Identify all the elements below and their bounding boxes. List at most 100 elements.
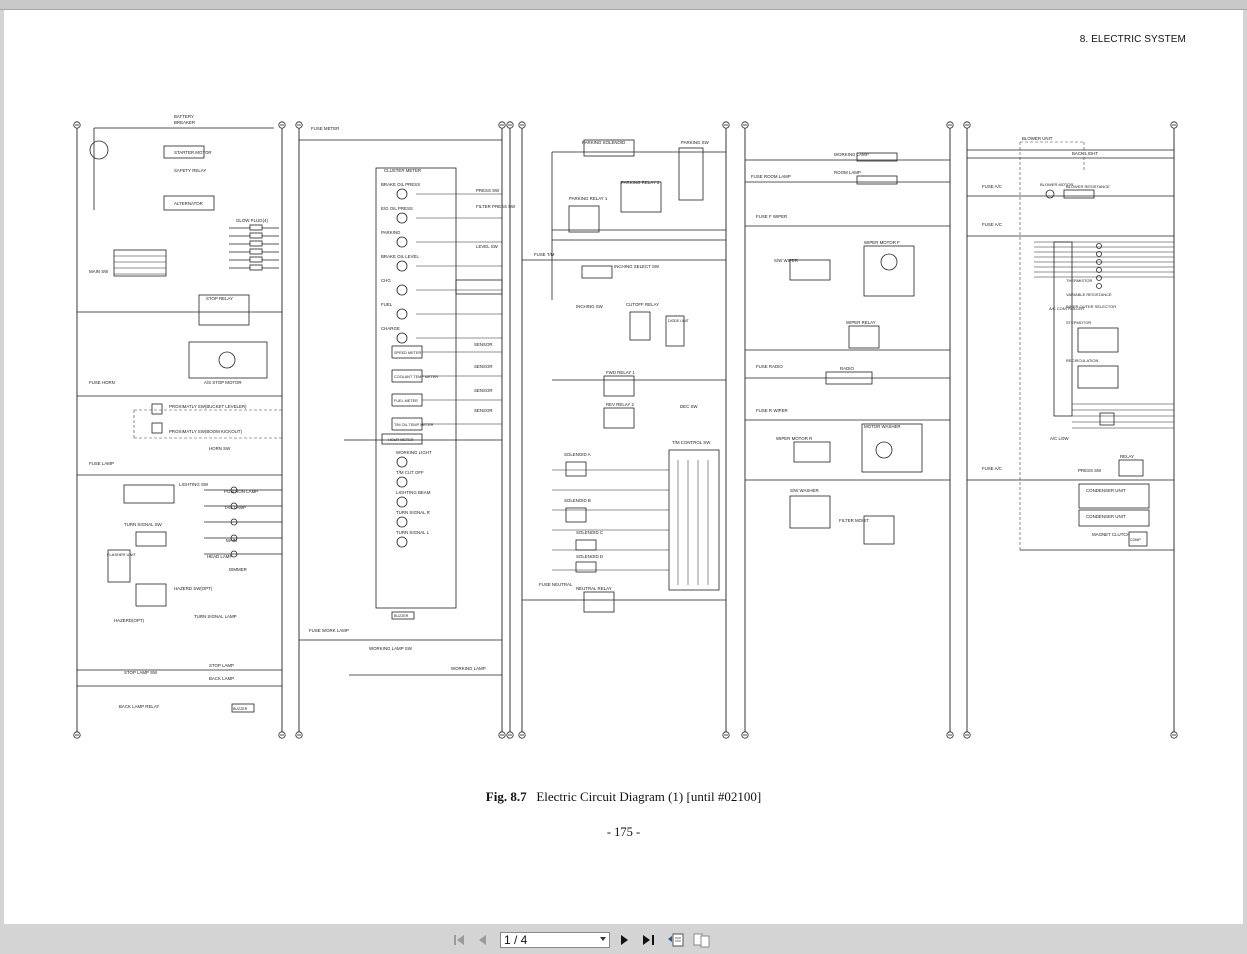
press-sw-label: PRESS SW <box>476 188 500 193</box>
hazard-sw-box <box>135 583 167 607</box>
press-sw-5-label: PRESS SW <box>1078 468 1102 473</box>
figure-caption: Fig. 8.7 Electric Circuit Diagram (1) [u… <box>4 789 1243 805</box>
tail-lamp-label: TAIL LAMP <box>224 505 246 510</box>
ac-sensor-label: VARIABLE RESISTANCE <box>1066 292 1112 297</box>
prox-sw-box <box>151 422 163 434</box>
fuse-ac-2-label: FUSE A/C <box>982 222 1002 227</box>
alternator-label: ALTERNATOR <box>174 201 203 206</box>
tm-control-box <box>668 449 720 591</box>
page-number: - 175 - <box>606 825 641 839</box>
fuse-work-lamp-label: FUSE WORK LAMP <box>309 628 349 633</box>
warning-lamp <box>396 536 408 548</box>
diode-unit-box <box>665 315 685 347</box>
ac-output-lamp <box>1096 259 1102 265</box>
glow-plug-box <box>249 256 263 263</box>
solenoid-c-label: SOLENOID C <box>576 530 603 535</box>
warning-lamp-label: WORKING LIGHT <box>396 450 432 455</box>
fuse-lamp-label: FUSE LAMP <box>89 461 114 466</box>
dec-sw-label: DEC SW <box>680 404 698 409</box>
main-sw-label: MAIN SW <box>89 269 109 274</box>
back-light-label: BACK LIGHT <box>1072 151 1098 156</box>
fuse-ac-1-label: FUSE A/C <box>982 184 1002 189</box>
lamp-circle <box>230 502 238 510</box>
head-lamp-label: HEAD LAMP <box>207 554 232 559</box>
ac-controller-box <box>1053 241 1073 417</box>
figure-label: Fig. 8.7 <box>485 789 527 804</box>
solenoid-c-box <box>575 539 597 551</box>
warning-lamp-label: TURN SIGNAL R <box>396 510 430 515</box>
working-lamp-sw-label: WORKING LAMP SW <box>369 646 413 651</box>
starter-motor-label: STARTER MOTOR <box>174 150 212 155</box>
viewer-top-strip <box>0 0 1247 10</box>
cluster-item-label: CHG <box>381 278 391 283</box>
main-switch-box <box>113 249 167 277</box>
gauge-label: SPEED METER <box>394 351 421 355</box>
warning-lamp <box>396 496 408 508</box>
indicator-lamp <box>396 332 408 344</box>
fuse-neutral-label: FUSE NEUTRAL <box>539 582 573 587</box>
solenoid-a-label: SOLENOID A <box>564 452 591 457</box>
motor-washer-box <box>789 495 831 529</box>
warning-lamp <box>396 516 408 528</box>
two-page-view-button[interactable] <box>693 932 711 948</box>
page-number-select[interactable]: 1 / 4 <box>500 932 610 948</box>
previous-page-icon <box>479 935 486 945</box>
turn-signal-lamp-label: TURN SIGNAL LAMP <box>194 614 237 619</box>
buzzer-label: BUZZER <box>233 707 248 711</box>
last-page-button[interactable] <box>641 932 657 948</box>
lighting-sw-label: LIGHTING SW <box>179 482 209 487</box>
prox-sw-2-label: PROXIMATLY SW(BOOM KICKOUT) <box>169 429 242 434</box>
breaker-label: BREAKER <box>174 120 195 125</box>
condenser-unit-2-label: CONDENSER UNIT <box>1086 514 1126 519</box>
cluster-item-label: BRAKE OIL LEVEL <box>381 254 419 259</box>
glow-plug-box <box>249 248 263 255</box>
glow-plug-box <box>249 240 263 247</box>
fuse-ac-3-label: FUSE A/C <box>982 466 1002 471</box>
position-lamp-label: POSITION LAMP <box>224 489 258 494</box>
parking-relay-1-box <box>568 205 600 233</box>
cluster-meter-label: CLUSTER METER <box>384 168 421 173</box>
safety-relay-label: SAFETY RELAY <box>174 168 206 173</box>
next-page-button[interactable] <box>619 932 631 948</box>
two-page-view-icon <box>693 933 710 948</box>
wiper-motor-r-label: MOTOR WASHER <box>864 424 901 429</box>
wiper-motor-f-circle <box>880 253 898 271</box>
main-label: MAIN <box>226 538 237 543</box>
working-lamp-4-label: WORKING LAMP <box>834 152 869 157</box>
wiper-motor-f-label: WIPER MOTOR F <box>864 240 900 245</box>
indicator-lamp <box>396 236 408 248</box>
rotate-page-button[interactable] <box>667 932 685 948</box>
rotate-page-icon <box>668 933 684 947</box>
previous-page-button[interactable] <box>476 932 488 948</box>
glow-plug-label: GLOW PLUG(4) <box>236 218 268 223</box>
starter-motor-box <box>163 145 205 159</box>
ac-output-lamp <box>1096 283 1102 289</box>
sensor-label: SENSOR <box>474 388 493 393</box>
cluster-item-label: FUEL <box>381 302 393 307</box>
stop-lamp-label: STOP LAMP <box>209 663 234 668</box>
lamp-circle <box>230 550 238 558</box>
glow-plug-box <box>249 224 263 231</box>
page-number-value: 1 / 4 <box>504 933 528 947</box>
stop-motor-circle <box>218 351 236 369</box>
parking-relay-1-label: PARKING RELAY 1 <box>569 196 608 201</box>
first-page-button[interactable] <box>452 932 466 948</box>
parking-solenoid-box <box>583 139 635 157</box>
fuse-room-lamp-label: FUSE ROOM LAMP <box>751 174 791 179</box>
indicator-lamp <box>396 284 408 296</box>
stop-motor-label: A/S STOP MOTOR <box>204 380 242 385</box>
gauge-label: T/M OIL TEMP METER <box>394 423 434 427</box>
indicator-lamp <box>396 188 408 200</box>
parking-relay-2-box <box>620 181 662 213</box>
flasher-label: FLASHER UNIT <box>107 552 136 557</box>
cutoff-relay-label: CUTOFF RELAY <box>626 302 659 307</box>
diode-unit-label: DIODE UNIT <box>668 319 690 323</box>
cluster-item-label: CHARGE <box>381 326 400 331</box>
indicator-lamp <box>396 308 408 320</box>
buzzer-2-box <box>391 611 415 620</box>
neutral-relay-box <box>583 591 615 613</box>
warning-lamp <box>396 476 408 488</box>
tm-control-label: T/M CONTROL SW <box>672 440 711 445</box>
